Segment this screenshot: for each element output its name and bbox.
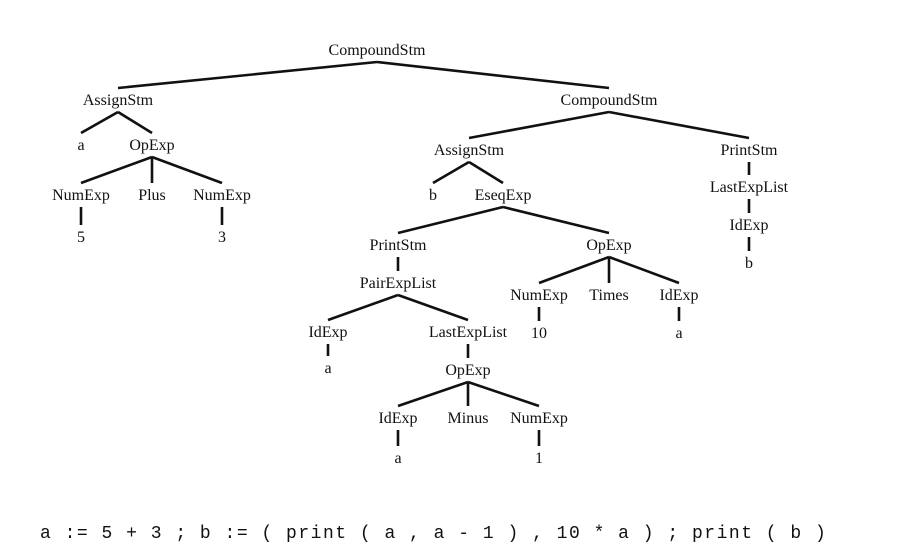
tree-node-label: NumExp <box>510 287 568 304</box>
source-program: a := 5 + 3 ; b := ( print ( a , a - 1 ) … <box>40 524 828 544</box>
tree-node-label: AssignStm <box>434 142 505 159</box>
tree-node-label: 10 <box>531 325 547 342</box>
tree-edge <box>151 155 223 185</box>
tree-node-label: PrintStm <box>721 142 778 159</box>
tree-node-label: OpExp <box>445 362 490 379</box>
tree-node-label: IdExp <box>729 217 768 234</box>
tree-edges <box>79 60 751 446</box>
tree-node-label: AssignStm <box>83 92 154 109</box>
tree-node-label: CompoundStm <box>329 42 426 59</box>
tree-node-label: b <box>745 255 753 272</box>
tree-edge <box>502 205 610 235</box>
tree-edge <box>608 255 680 285</box>
tree-node-label: Minus <box>448 410 489 427</box>
tree-node-label: 3 <box>218 229 226 246</box>
tree-edge <box>397 293 469 322</box>
tree-node-label: a <box>324 360 331 377</box>
tree-edge <box>80 155 153 185</box>
tree-node-label: LastExpList <box>710 179 789 196</box>
tree-edge <box>117 110 153 135</box>
tree-edge <box>397 205 504 235</box>
tree-node-label: CompoundStm <box>561 92 658 109</box>
tree-edge <box>117 60 378 90</box>
tree-edge <box>376 60 610 90</box>
tree-edge <box>397 380 469 408</box>
tree-edge <box>80 110 119 135</box>
tree-node-label: OpExp <box>586 237 631 254</box>
tree-node-label: OpExp <box>129 137 174 154</box>
tree-edge <box>432 160 470 185</box>
tree-edge <box>467 380 540 408</box>
tree-node-label: Times <box>589 287 628 304</box>
tree-node-label: PairExpList <box>360 275 437 292</box>
tree-node-label: 5 <box>77 229 85 246</box>
tree-node-label: IdExp <box>659 287 698 304</box>
tree-node-label: LastExpList <box>429 324 508 341</box>
tree-node-label: EseqExp <box>475 187 532 204</box>
tree-node-label: PrintStm <box>370 237 427 254</box>
tree-edge <box>327 293 399 322</box>
tree-node-label: IdExp <box>378 410 417 427</box>
tree-node-label: NumExp <box>52 187 110 204</box>
tree-node-label: Plus <box>138 187 166 204</box>
tree-node-label: a <box>394 450 401 467</box>
tree-node-label: NumExp <box>510 410 568 427</box>
tree-node-label: b <box>429 187 437 204</box>
tree-node-label: a <box>77 137 84 154</box>
tree-edge <box>468 160 504 185</box>
tree-edge <box>538 255 610 285</box>
tree-node-label: IdExp <box>308 324 347 341</box>
tree-node-label: 1 <box>535 450 543 467</box>
tree-edge <box>468 110 610 140</box>
tree-node-label: NumExp <box>193 187 251 204</box>
tree-edge <box>608 110 750 140</box>
tree-node-label: a <box>675 325 682 342</box>
